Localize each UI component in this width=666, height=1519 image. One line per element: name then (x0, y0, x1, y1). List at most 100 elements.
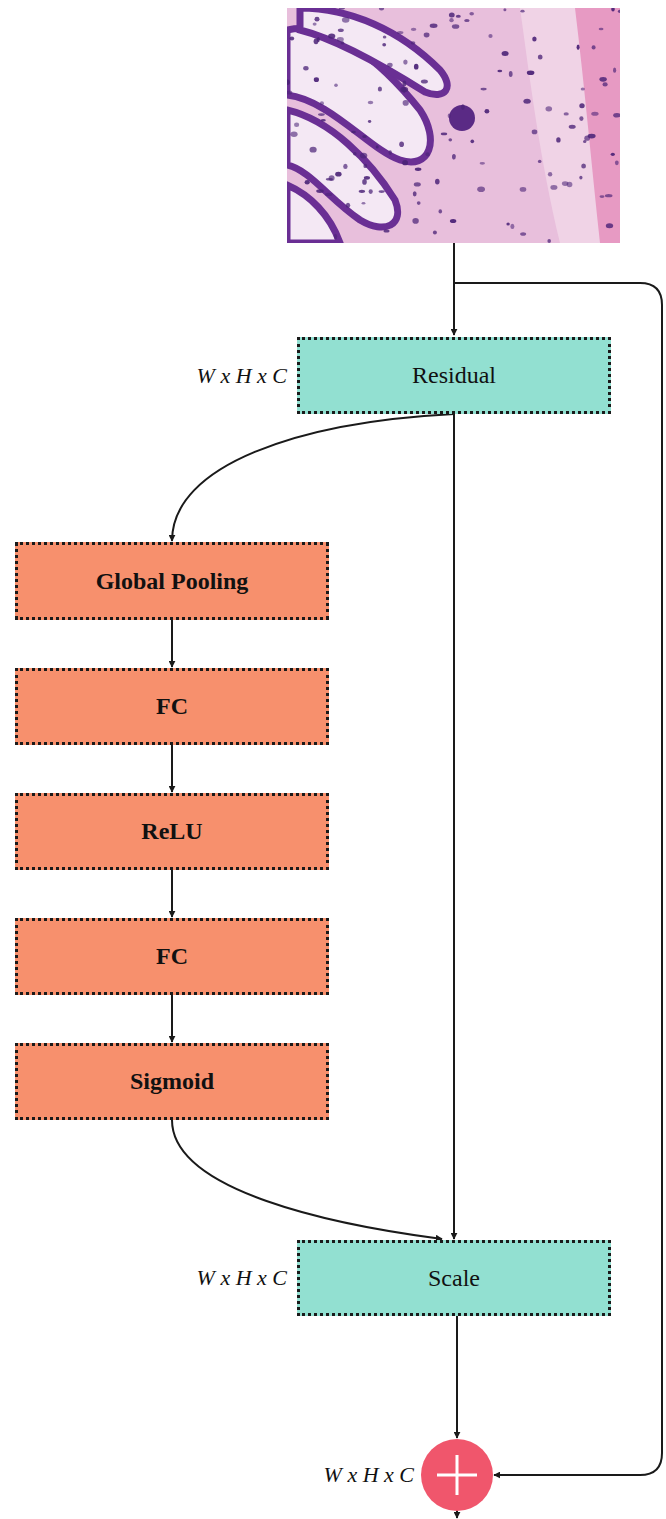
cell-nucleus (600, 195, 605, 198)
cell-nucleus (334, 84, 338, 88)
cell-nucleus (364, 176, 370, 180)
cell-nucleus (450, 219, 456, 223)
cell-nucleus (325, 193, 332, 196)
cell-nucleus (452, 154, 456, 160)
cell-nucleus (592, 45, 596, 49)
cell-nucleus (532, 36, 536, 41)
cell-nucleus (480, 162, 485, 165)
cell-nucleus (579, 176, 582, 180)
cell-nucleus (368, 101, 374, 105)
cell-nucleus (569, 125, 576, 129)
cell-nucleus (362, 135, 367, 138)
cell-nucleus (287, 91, 292, 95)
cell-nucleus (329, 175, 335, 181)
cell-nucleus (449, 138, 453, 141)
cell-nucleus (383, 36, 387, 39)
cell-nucleus (581, 163, 586, 168)
cell-nucleus (415, 168, 422, 171)
fc-box: FC (15, 918, 329, 995)
cell-nucleus (403, 60, 407, 65)
cell-nucleus (464, 19, 469, 22)
cell-nucleus (328, 33, 335, 38)
cell-nucleus (613, 68, 616, 73)
cell-nucleus (538, 160, 542, 163)
cell-nucleus (448, 114, 451, 119)
cell-nucleus (532, 130, 538, 135)
cell-nucleus (412, 218, 418, 224)
cell-nucleus (430, 24, 438, 28)
cell-nucleus (314, 77, 319, 82)
cell-nucleus (337, 37, 344, 42)
fc-box: FC (15, 668, 329, 745)
cell-nucleus (316, 189, 324, 193)
cell-nucleus (503, 8, 506, 11)
cell-nucleus (414, 182, 421, 186)
cell-nucleus (305, 180, 310, 184)
cell-nucleus (562, 181, 568, 186)
activation-box: Sigmoid (15, 1043, 329, 1120)
node-label: Scale (428, 1264, 480, 1293)
cell-nucleus (548, 172, 552, 177)
cell-nucleus (339, 8, 345, 10)
cell-nucleus (294, 123, 299, 127)
cell-nucleus (287, 80, 290, 85)
cell-nucleus (556, 137, 560, 142)
flow-arrow (172, 414, 454, 541)
cell-nucleus (315, 17, 320, 22)
cell-nucleus (469, 12, 474, 16)
cell-nucleus (379, 8, 384, 11)
flow-arrow (171, 870, 173, 917)
flow-arrow (453, 414, 455, 1239)
cell-nucleus (439, 209, 443, 213)
cell-nucleus (584, 136, 590, 141)
node-label: Sigmoid (130, 1067, 214, 1096)
node-label: FC (156, 692, 188, 721)
cell-nucleus (362, 202, 366, 205)
cell-nucleus (605, 194, 613, 197)
cell-nucleus (351, 131, 356, 133)
cell-nucleus (382, 43, 386, 46)
cell-nucleus (581, 87, 585, 90)
cell-nucleus (613, 113, 620, 118)
cell-nucleus (579, 116, 583, 121)
pooling-box: Global Pooling (15, 542, 329, 620)
cell-nucleus (369, 189, 373, 194)
cell-nucleus (579, 103, 584, 108)
cell-nucleus (290, 36, 295, 40)
cell-nucleus (290, 132, 297, 137)
cell-nucleus (599, 28, 604, 31)
cell-nucleus (417, 201, 421, 205)
node-label: FC (156, 942, 188, 971)
input-line (454, 243, 662, 1518)
cell-nucleus (611, 153, 615, 156)
cell-nucleus (379, 190, 385, 193)
cell-nucleus (606, 223, 613, 228)
dimension-label: W x H x C (324, 1462, 414, 1488)
cell-nucleus (389, 150, 392, 155)
node-label: Global Pooling (96, 567, 249, 596)
cell-nucleus (342, 17, 350, 23)
cell-nucleus (520, 232, 526, 236)
cell-nucleus (321, 119, 326, 121)
cell-nucleus (520, 187, 527, 192)
flow-arrow (172, 1120, 442, 1239)
cell-nucleus (368, 120, 371, 123)
cell-nucleus (506, 222, 509, 225)
cell-nucleus (384, 230, 390, 233)
add-symbol (421, 1439, 493, 1511)
cell-nucleus (343, 164, 347, 169)
cell-nucleus (538, 55, 543, 60)
cell-nucleus (411, 28, 417, 31)
cell-nucleus (402, 160, 408, 165)
cell-nucleus (502, 51, 509, 56)
cell-nucleus (360, 153, 367, 159)
residual-block: Residual (297, 337, 611, 414)
cell-nucleus (303, 66, 308, 70)
activation-box: ReLU (15, 793, 329, 870)
cell-nucleus (433, 231, 437, 235)
cell-nucleus (313, 22, 317, 25)
cell-nucleus (546, 106, 553, 111)
cell-nucleus (488, 34, 492, 38)
cell-nucleus (413, 191, 417, 196)
cell-nucleus (618, 10, 620, 13)
